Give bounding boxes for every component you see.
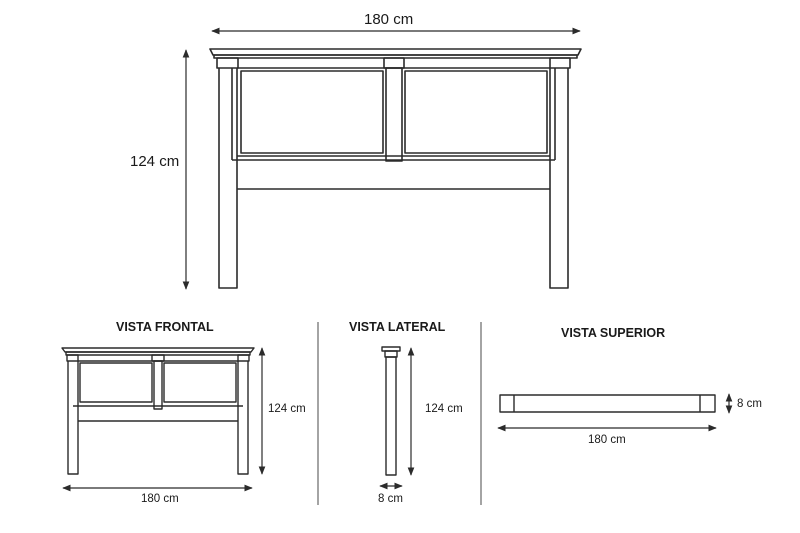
side-depth-label: 8 cm [378,493,403,505]
front-view-title: VISTA FRONTAL [116,320,214,334]
top-depth-label: 8 cm [737,398,762,410]
top-width-label: 180 cm [588,434,626,446]
front-width-label: 180 cm [141,493,179,505]
main-width-label: 180 cm [364,11,414,28]
main-left-leg [218,68,238,289]
top-view-headboard [499,394,716,413]
main-center-capital [383,57,405,69]
main-right-capital [549,57,571,69]
main-headboard [209,48,582,289]
main-left-capital [216,57,239,69]
main-height-label: 124 cm [130,153,180,170]
main-center-post [385,67,403,162]
main-right-leg [549,68,569,289]
top-view-title: VISTA SUPERIOR [561,326,666,340]
main-left-panel [240,70,384,154]
front-height-label: 124 cm [268,403,306,415]
main-cornice [209,48,582,56]
main-right-panel [404,70,548,154]
side-height-label: 124 cm [425,403,463,415]
side-view-title: VISTA LATERAL [349,320,446,334]
front-view-headboard [61,347,255,475]
side-view-headboard [381,346,401,476]
